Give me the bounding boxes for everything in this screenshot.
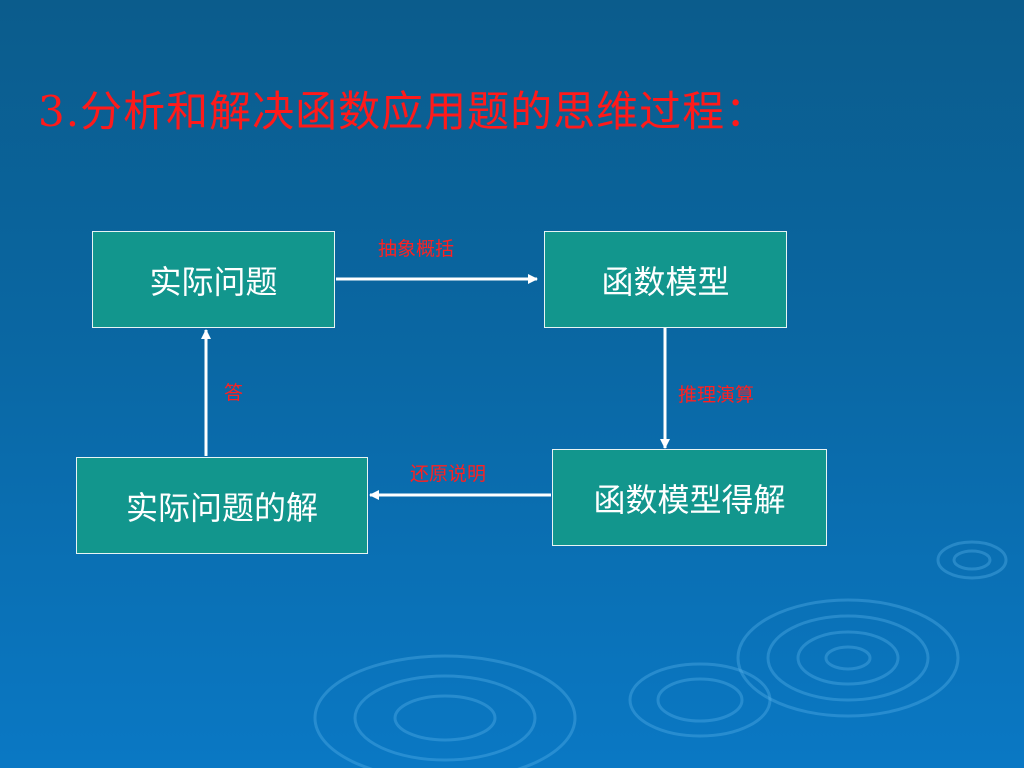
ripple-ring [736, 598, 960, 718]
slide-title: 3.分析和解决函数应用题的思维过程： [38, 87, 769, 136]
ripple-ring [353, 674, 537, 762]
ripple-ring [952, 549, 992, 571]
ripple-ring [313, 654, 577, 768]
edge-label-answer: 答 [224, 382, 244, 404]
ripple-ring [656, 677, 744, 723]
node-practical-problem-solution: 实际问题的解 [76, 457, 368, 554]
ripple-ring [936, 540, 1008, 580]
edge-label-reasoning: 推理演算 [678, 384, 755, 406]
ripple-ring [628, 662, 772, 738]
edge-label-restore: 还原说明 [410, 463, 487, 485]
ripple-ring [393, 694, 497, 742]
ripple-ring [766, 614, 930, 702]
node-function-model: 函数模型 [544, 231, 787, 328]
ripple-ring [796, 630, 900, 686]
edge-label-abstract: 抽象概括 [378, 238, 455, 260]
node-function-model-solution: 函数模型得解 [552, 449, 827, 546]
ripple-ring [824, 645, 872, 671]
node-practical-problem: 实际问题 [92, 231, 335, 328]
